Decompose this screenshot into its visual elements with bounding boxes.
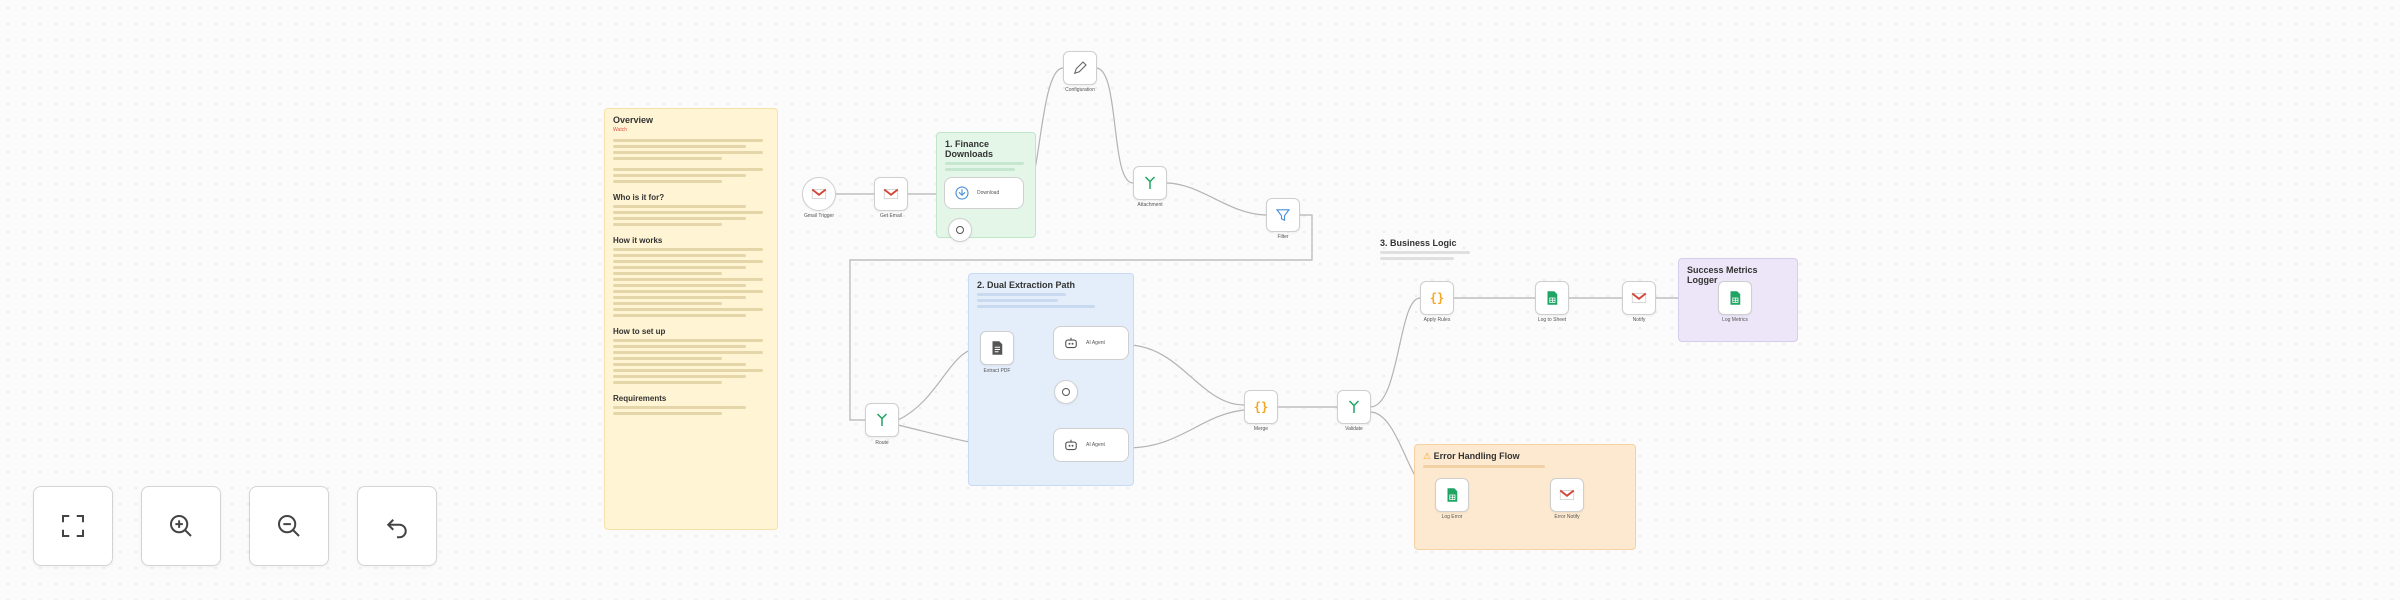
node-label: Configuration [1065, 87, 1095, 93]
extract-pdf-node[interactable] [980, 331, 1014, 365]
error-notify-node[interactable] [1550, 478, 1584, 512]
gmail-icon [1559, 489, 1575, 500]
gmail-trigger-node[interactable] [802, 177, 836, 211]
overview-section-who: Who is it for? [613, 193, 665, 202]
metrics-note-title: Success Metrics Logger [1687, 265, 1758, 285]
node-label: Log Error [1441, 514, 1463, 520]
error-note-title-text: Error Handling Flow [1433, 451, 1520, 461]
node-label: Gmail Trigger [803, 213, 834, 219]
download-icon [955, 186, 969, 200]
download-node[interactable]: Download [944, 177, 1024, 209]
filter-node[interactable] [1266, 198, 1300, 232]
ai-agent-text-label: AI Agent [1086, 340, 1105, 346]
gmail-icon [811, 188, 827, 199]
fit-view-icon [62, 515, 84, 537]
edge [1095, 67, 1134, 184]
ai-agent-vision-label: AI Agent [1086, 442, 1105, 448]
node-label: Log Metrics [1722, 317, 1748, 323]
ai-agent-vision-node[interactable]: AI Agent [1053, 428, 1129, 462]
memory-icon [1062, 388, 1070, 396]
business-logic-note[interactable]: 3. Business Logic [1378, 236, 1488, 276]
node-label: Apply Rules [1423, 317, 1451, 323]
error-note-title: ⚠ Error Handling Flow [1423, 451, 1627, 462]
code-icon: {} [1253, 400, 1269, 414]
overview-link[interactable]: Watch [613, 127, 627, 133]
sheets-icon [1547, 291, 1558, 305]
node-label: Extract PDF [983, 368, 1011, 374]
dual-note-title: 2. Dual Extraction Path [977, 280, 1076, 290]
zoom-out-icon [278, 515, 300, 537]
warning-icon: ⚠ [1423, 451, 1432, 461]
log-metrics-node[interactable] [1718, 281, 1752, 315]
fit-view-button[interactable] [33, 486, 113, 566]
overview-title: Overview [613, 115, 654, 125]
business-note-title: 3. Business Logic [1380, 238, 1457, 248]
gmail-icon [1631, 292, 1647, 303]
finance-note-title: 1. Finance Downloads [945, 139, 994, 159]
node-label: Merge [1253, 426, 1269, 432]
node-label: Notify [1632, 317, 1646, 323]
robot-icon [1065, 439, 1077, 451]
node-label: Attachment [1137, 202, 1163, 208]
overview-section-setup: How to set up [613, 327, 666, 336]
configuration-node[interactable] [1063, 51, 1097, 85]
zoom-out-button[interactable] [249, 486, 329, 566]
document-icon [992, 341, 1003, 355]
node-label: Error Notify [1554, 514, 1580, 520]
notify-node[interactable] [1622, 281, 1656, 315]
robot-icon [1065, 337, 1077, 349]
memory-node[interactable] [1054, 380, 1078, 404]
edge [1165, 182, 1267, 216]
sheets-icon [1447, 488, 1458, 502]
memory-node[interactable] [948, 218, 972, 242]
memory-icon [956, 226, 964, 234]
node-label: Filter [1277, 234, 1289, 240]
router-icon [1348, 400, 1360, 413]
zoom-in-button[interactable] [141, 486, 221, 566]
zoom-in-icon [170, 515, 192, 537]
log-sheet-node[interactable] [1535, 281, 1569, 315]
node-label: Log to Sheet [1537, 317, 1567, 323]
code-icon: {} [1429, 291, 1445, 305]
get-email-node[interactable] [874, 177, 908, 211]
validate-node[interactable] [1337, 390, 1371, 424]
overview-section-requirements: Requirements [613, 394, 667, 403]
ai-agent-text-node[interactable]: AI Agent [1053, 326, 1129, 360]
merge-node[interactable]: {} [1244, 390, 1278, 424]
sheets-icon [1730, 291, 1741, 305]
undo-icon [386, 519, 407, 539]
overview-note[interactable]: Overview Watch Who is it for? How it wor… [604, 108, 778, 530]
filter-icon [1275, 209, 1291, 222]
undo-button[interactable] [357, 486, 437, 566]
attachment-check-node[interactable] [1133, 166, 1167, 200]
apply-rules-node[interactable]: {} [1420, 281, 1454, 315]
log-error-node[interactable] [1435, 478, 1469, 512]
node-label: Validate [1345, 426, 1363, 432]
pencil-icon [1073, 61, 1087, 75]
node-label: Get Email [880, 213, 902, 219]
node-label: Route [875, 440, 889, 446]
download-label: Download [977, 190, 1000, 196]
router-icon [1144, 176, 1156, 189]
route-by-type-node[interactable] [865, 403, 899, 437]
router-icon [876, 413, 888, 426]
edge [1126, 344, 1245, 406]
edge [1369, 297, 1421, 408]
gmail-icon [883, 188, 899, 199]
overview-section-how: How it works [613, 236, 663, 245]
